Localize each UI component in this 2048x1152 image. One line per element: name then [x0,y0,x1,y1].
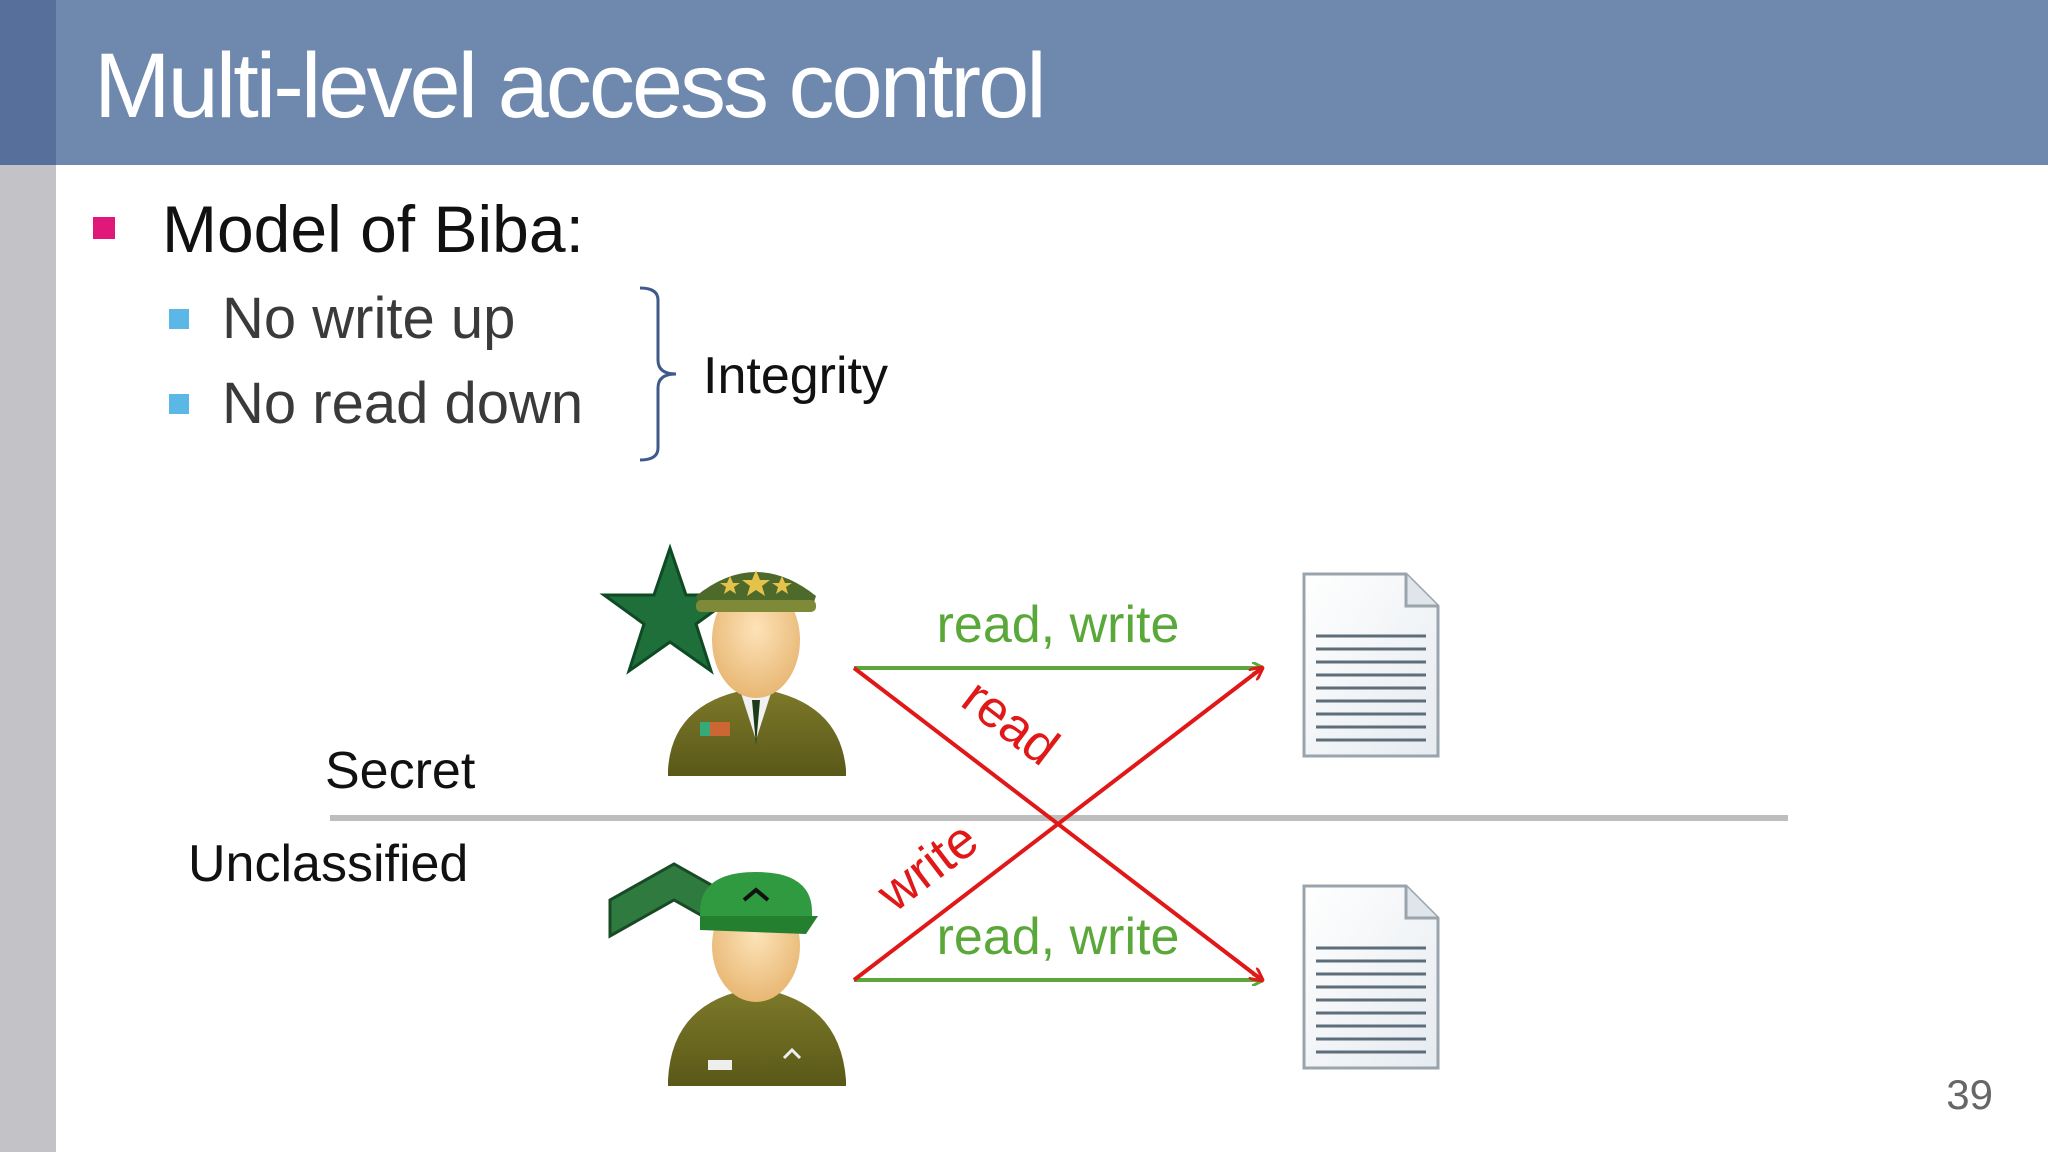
side-strip-top [0,0,56,165]
sub-bullet-no-write-up: No write up [222,286,516,351]
level-unclassified-label: Unclassified [188,835,469,893]
brace-icon [639,286,677,462]
forbidden-read-label: read [951,668,1069,777]
document-icon [1302,572,1440,758]
sub-bullet-marker [169,309,189,329]
sub-bullet-no-read-down: No read down [222,371,584,436]
forbidden-write-arrow [852,668,1262,982]
side-strip [0,0,56,1152]
slide-title: Multi-level access control [94,35,1047,137]
integrity-label: Integrity [703,347,888,405]
top-allowed-label: read, write [937,596,1180,654]
page-number: 39 [1946,1071,1993,1118]
bottom-allowed-label: read, write [937,908,1180,966]
sub-bullet-marker [169,394,189,414]
level-secret-label: Secret [325,742,476,800]
private-soldier-icon [608,862,846,1086]
title-bar: Multi-level access control [56,0,2048,165]
general-officer-icon [599,543,846,776]
main-bullet-text: Model of Biba: [162,192,584,266]
document-icon [1302,884,1440,1070]
forbidden-write-label: write [866,810,989,923]
main-bullet-marker [93,217,115,239]
